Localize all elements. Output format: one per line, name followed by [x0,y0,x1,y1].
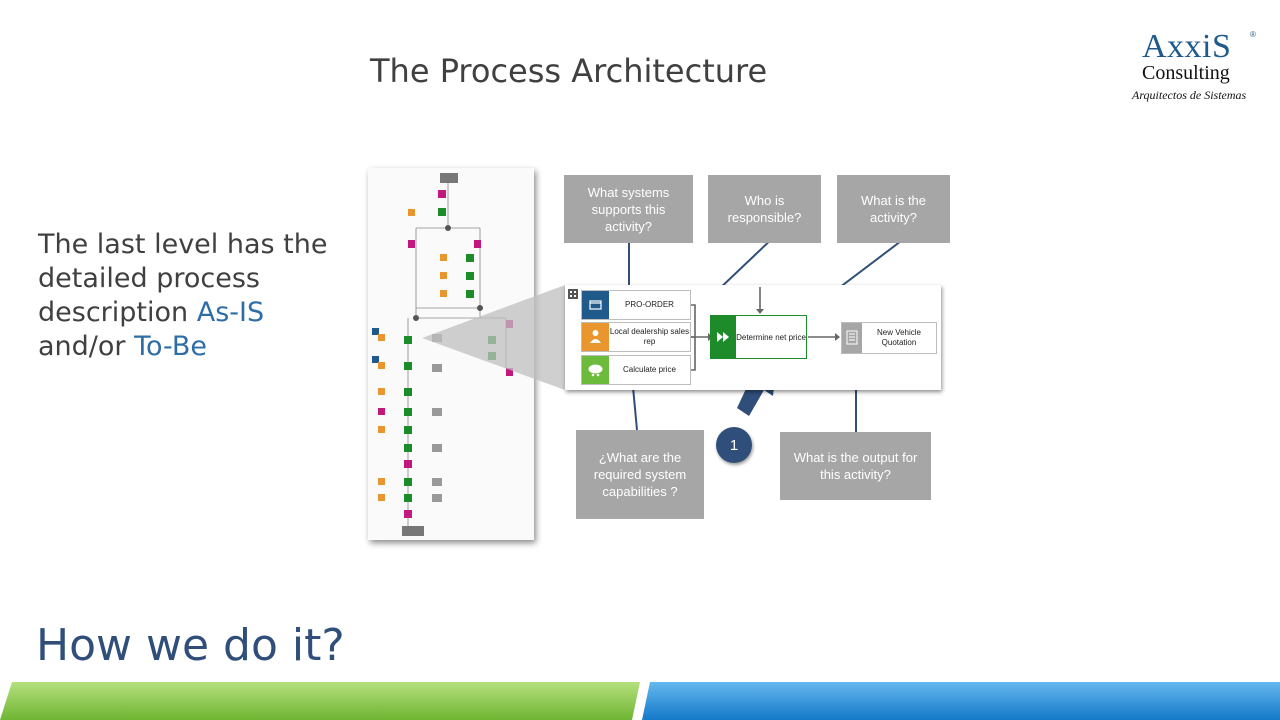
role-label: Local dealership sales rep [609,327,690,346]
logo-brand: AxxiS [1142,28,1232,65]
activity-element[interactable]: Determine net price [710,315,807,359]
section-heading: How we do it? [36,620,345,671]
company-logo: AxxiS ® Consulting Arquitectos de Sistem… [1130,28,1270,108]
question-activity: What is the activity? [837,175,950,243]
fast-forward-icon [711,316,736,358]
document-icon [842,323,862,353]
footer-blue-bar [642,682,1280,720]
cloud-capability-icon [582,356,609,384]
activity-label: Determine net price [736,332,806,342]
question-capabilities: ¿What are the required system capabiliti… [576,430,704,519]
slide-title: The Process Architecture [370,52,768,90]
application-window-icon [582,291,609,319]
logo-registered-mark: ® [1250,30,1256,39]
question-responsible: Who is responsible? [708,175,821,243]
role-element[interactable]: Local dealership sales rep [581,322,691,352]
step-number-badge: 1 [716,427,752,463]
system-label: PRO-ORDER [625,300,674,309]
system-element[interactable]: PRO-ORDER [581,290,691,320]
panel-connectors [691,287,840,371]
capability-element[interactable]: Calculate price [581,355,691,385]
description-text: The last level has the detailed process … [38,228,338,364]
panel-hierarchy-icon [568,289,578,299]
question-systems: What systems supports this activity? [564,175,693,243]
question-output: What is the output for this activity? [780,432,931,500]
output-element[interactable]: New Vehicle Quotation [841,322,937,354]
footer-green-bar [0,682,640,720]
logo-consulting: Consulting [1142,62,1230,84]
process-flow-thumbnail [368,168,534,540]
logo-tagline: Arquitectos de Sistemas [1132,88,1247,102]
output-label: New Vehicle Quotation [876,328,922,347]
person-icon [582,323,609,351]
process-detail-panel: PRO-ORDER Local dealership sales rep Cal… [565,285,941,390]
as-is-text: As-IS [196,297,265,328]
to-be-text: To-Be [134,331,207,362]
footer-bars [0,682,1280,720]
description-part2: and/or [38,331,135,362]
process-flow-miniature [372,173,513,536]
description-part1: The last level has the detailed process … [38,229,328,328]
capability-label: Calculate price [623,365,676,374]
